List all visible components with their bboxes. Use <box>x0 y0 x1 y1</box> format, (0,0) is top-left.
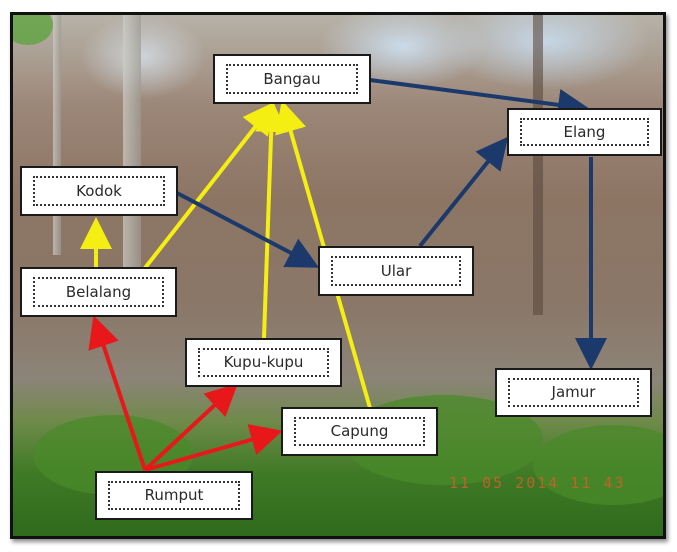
node-label: Ular <box>330 256 462 286</box>
node-label: Kupu-kupu <box>197 348 330 377</box>
arrow-kodok-ular <box>176 191 320 268</box>
arrow-rumput-kupu-kupu <box>143 383 238 472</box>
node-ular: Ular <box>318 246 474 296</box>
tree-trunk <box>533 15 543 315</box>
arrow-bangau-elang <box>369 78 590 121</box>
fern <box>533 425 663 505</box>
node-label: Elang <box>519 117 650 147</box>
node-label: Capung <box>293 417 426 446</box>
arrow-rumput-capung <box>144 424 283 472</box>
node-kodok: Kodok <box>20 166 178 216</box>
arrow-ular-elang <box>418 136 509 248</box>
arrow-rumput-belalang <box>88 315 147 471</box>
node-capung: Capung <box>281 407 438 456</box>
arrow-kupu-kupu-bangau <box>255 100 288 339</box>
node-belalang: Belalang <box>20 267 177 317</box>
node-rumput: Rumput <box>95 471 253 520</box>
arrow-belalang-bangau <box>143 101 275 270</box>
node-label: Bangau <box>225 64 359 94</box>
photo-timestamp: 11 05 2014 11 43 <box>449 474 626 492</box>
node-bangau: Bangau <box>213 54 371 104</box>
node-label: Jamur <box>507 378 640 407</box>
node-label: Rumput <box>107 481 241 510</box>
node-label: Kodok <box>32 176 166 206</box>
node-elang: Elang <box>507 108 662 156</box>
node-jamur: Jamur <box>495 368 652 417</box>
node-label: Belalang <box>32 277 165 307</box>
tree-trunk <box>53 15 61 255</box>
node-kupu-kupu: Kupu-kupu <box>185 338 342 387</box>
